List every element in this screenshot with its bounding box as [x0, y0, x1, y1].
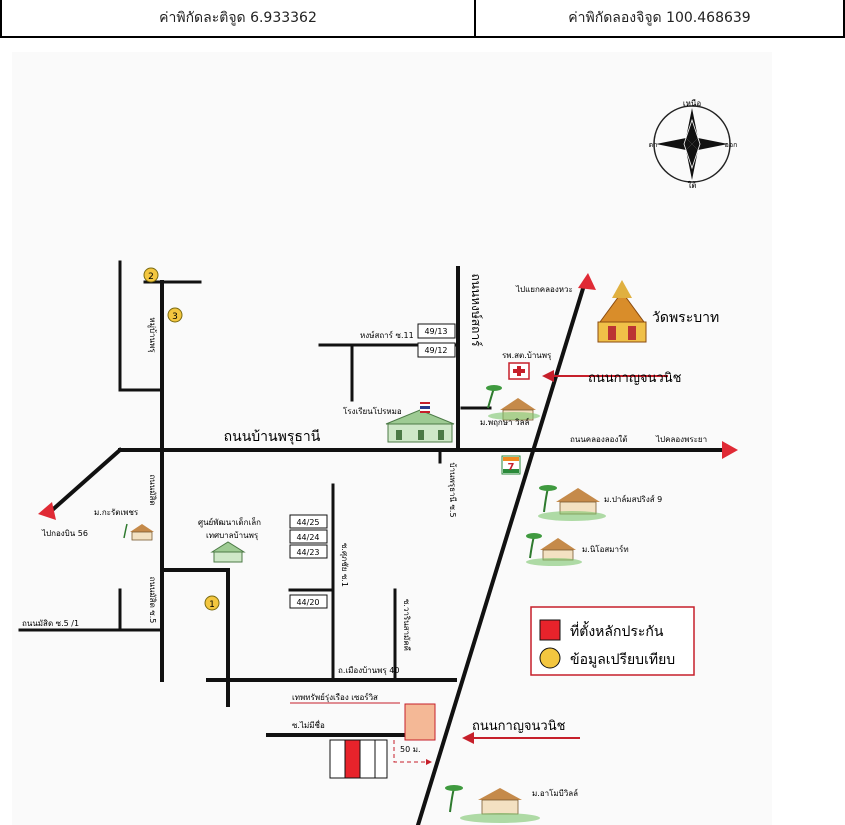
label-kanchanawanit-bottom: ถนนกาญจนวนิช [472, 719, 566, 734]
label-thephanasap: เทพทรัพย์รุ่งเรือง เซอร์วิส [292, 692, 378, 702]
label-ban-phru-thani: ถนนบ้านพรุธานี [224, 429, 321, 445]
longitude-cell: ค่าพิกัดลองจิจูด 100.468639 [476, 0, 845, 36]
arrow-to-kong-bin-icon [38, 502, 56, 520]
legend-compare-label: ข้อมูลเปรียบเทียบ [570, 652, 675, 668]
label-kanchanawanit-top: ถนนกาญจนวนิช [588, 371, 682, 386]
label-distance: 50 ม. [400, 745, 421, 754]
label-soi-warin: ซ.วารินสามัคคี [402, 599, 411, 651]
label-mansit: ถนนมัสิด [148, 474, 157, 505]
house-number-group-44: 44/25 44/24 44/23 44/20 [289, 514, 328, 609]
label-mueang-ban-phru-40: ถ.เมืองบ้านพรุ 40 [338, 666, 399, 675]
school-icon [385, 409, 455, 443]
child-center-icon [210, 541, 246, 563]
compass-north-label: เหนือ [683, 99, 701, 108]
label-village-nio: ม.นิโอสมาร์ท [582, 544, 629, 554]
label-village-palm: ม.ปาล์มสปริงส์ 9 [604, 494, 662, 504]
compass-rose-icon: เหนือ ใต้ ออก ตก [649, 99, 738, 190]
seven-eleven-icon: 7 [501, 455, 521, 475]
village-amo-icon [445, 785, 540, 823]
road-to-kong-bin [47, 447, 123, 515]
house-49-12: 49/12 [424, 346, 447, 355]
house-49-13: 49/13 [424, 327, 447, 336]
house-44-23: 44/23 [296, 548, 319, 557]
legend-compare-swatch [539, 647, 561, 669]
coordinate-header: ค่าพิกัดละติจูด 6.933362 ค่าพิกัดลองจิจู… [0, 0, 845, 38]
house-44-24: 44/24 [296, 533, 319, 542]
longitude-label: ค่าพิกัดลองจิจูด 100.468639 [568, 10, 751, 26]
compass-east-label: ออก [725, 141, 738, 149]
location-map: เหนือ ใต้ ออก ตก [18, 99, 738, 825]
label-wat-phra-bat: วัดพระบาท [652, 310, 719, 326]
village-nio-icon [526, 533, 582, 566]
marker-1: 1 [204, 595, 220, 611]
label-to-khlong-hae: ไปแยกคลองหวะ [515, 285, 573, 294]
temple-icon [597, 280, 647, 343]
arrow-to-khlong-phaya-icon [722, 441, 738, 459]
latitude-label: ค่าพิกัดละติจูด 6.933362 [159, 10, 317, 26]
legend-pillar-label: ที่ตั้งหลักประกัน [570, 621, 664, 640]
label-mansit-5-1: ถนนมัสิด ซ.5 /1 [22, 619, 79, 628]
thephanasap-building [404, 703, 436, 741]
label-hong-sathat-11: หงษ์สถาร์ ซ.11 [360, 330, 414, 340]
label-village-kratha: ม.กะรัตเพชร [94, 508, 139, 517]
village-phruksa-icon [486, 385, 540, 421]
village-palm-icon [538, 485, 606, 521]
label-ban-phru-thani-5: บ้านพรุธานี ซ.5 [448, 462, 457, 517]
marker-3: 3 [167, 307, 183, 323]
map-legend: ที่ตั้งหลักประกัน ข้อมูลเปรียบเทียบ [530, 606, 695, 676]
label-soi-1: ซ.ศุภชัย ซ.1 [340, 543, 349, 587]
compass-south-label: ใต้ [687, 181, 696, 190]
label-to-kong-bin: ไปกองบิน 56 [41, 529, 88, 538]
legend-pillar-swatch [539, 619, 561, 641]
label-child-center-2: เทศบาลบ้านพรุ [206, 531, 259, 540]
latitude-cell: ค่าพิกัดละติจูด 6.933362 [0, 0, 476, 36]
label-to-khlong-phaya: ไปคลองพระยา [655, 435, 707, 444]
marker-1-label: 1 [209, 600, 215, 610]
direction-arrows [38, 273, 738, 744]
label-child-center: ศูนย์พัฒนาเด็กเล็ก [198, 517, 261, 528]
seven-eleven-label: 7 [508, 462, 515, 473]
compass-west-label: ตก [649, 141, 658, 149]
house-44-25: 44/25 [296, 518, 319, 527]
label-village-amo: ม.อาโมบีวิลล์ [532, 788, 578, 798]
label-school: โรงเรียนโปรหมอ [343, 406, 402, 416]
collateral-shophouses [329, 739, 388, 779]
label-mai-mi-chue: ซ.ไม่มีชื่อ [292, 719, 325, 730]
road-kanchanawanit [415, 279, 588, 825]
road-network [18, 260, 732, 825]
label-mu-ban-phru: หมู่บ้านพรุ [147, 317, 157, 353]
marker-2: 2 [143, 267, 159, 283]
house-44-20: 44/20 [296, 598, 319, 607]
label-hong-sathat: ถนนหงษ์สถาร์ [469, 273, 483, 347]
arrow-to-khlong-hae-icon [578, 273, 596, 290]
label-village-phruksa: ม.พฤกษา วิลล์ [480, 417, 529, 427]
house-number-group-49: 49/13 49/12 [417, 323, 456, 358]
arrow-kanchanawanit-bottom-icon [462, 732, 474, 744]
marker-2-label: 2 [148, 272, 154, 282]
label-mansit-5: ถนนมัสิด ซ.5 [148, 577, 157, 624]
marker-3-label: 3 [172, 312, 178, 322]
label-khlong-long-tai: ถนนคลองลองใต้ [570, 435, 627, 444]
thai-flag-icon [420, 402, 430, 413]
village-kratha-icon [123, 523, 154, 541]
hospital-icon [508, 362, 530, 380]
label-hospital: รพ.สต.บ้านพรุ [502, 351, 552, 360]
arrow-kanchanawanit-top-icon [542, 370, 554, 382]
